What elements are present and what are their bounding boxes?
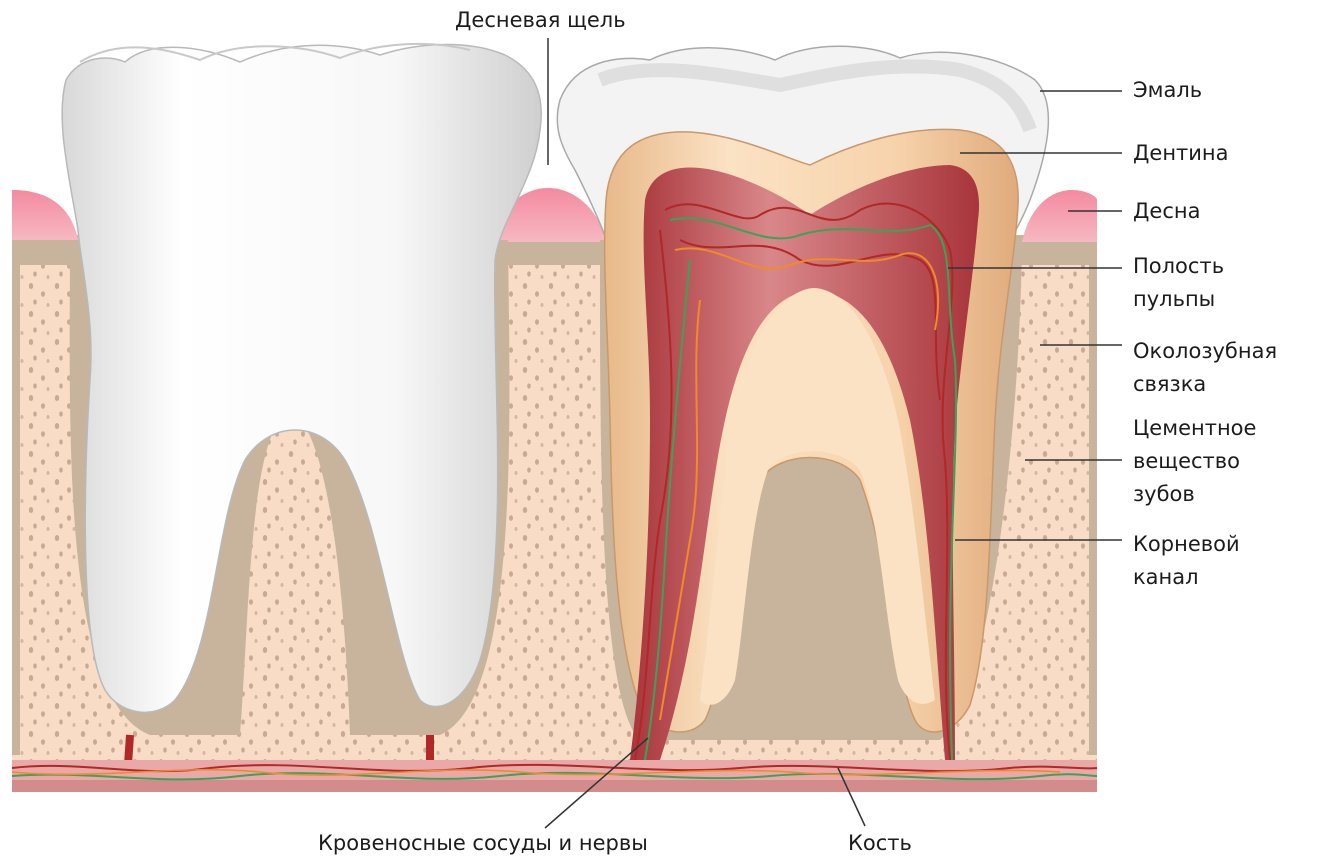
label-periodontal-ligament: Околозубная связка [1133, 335, 1277, 401]
gum-left [12, 190, 78, 240]
label-pulp-cavity: Полость пульпы [1133, 250, 1224, 316]
label-vessels-nerves: Кровеносные сосуды и нервы [318, 827, 648, 860]
ligament-band-left-edge [12, 235, 20, 755]
label-gingival-sulcus: Десневая щель [455, 4, 626, 37]
label-root-canal: Корневой канал [1133, 528, 1240, 594]
ligament-band-right-edge [1089, 235, 1097, 755]
label-gum: Десна [1133, 195, 1200, 228]
label-bone: Кость [848, 827, 912, 860]
gum-right [1022, 190, 1097, 242]
label-enamel: Эмаль [1133, 74, 1202, 107]
bottom-vessel-band-bottom [12, 780, 1097, 792]
label-cementum: Цементное вещество зубов [1133, 412, 1256, 511]
label-dentin: Дентина [1133, 137, 1229, 170]
